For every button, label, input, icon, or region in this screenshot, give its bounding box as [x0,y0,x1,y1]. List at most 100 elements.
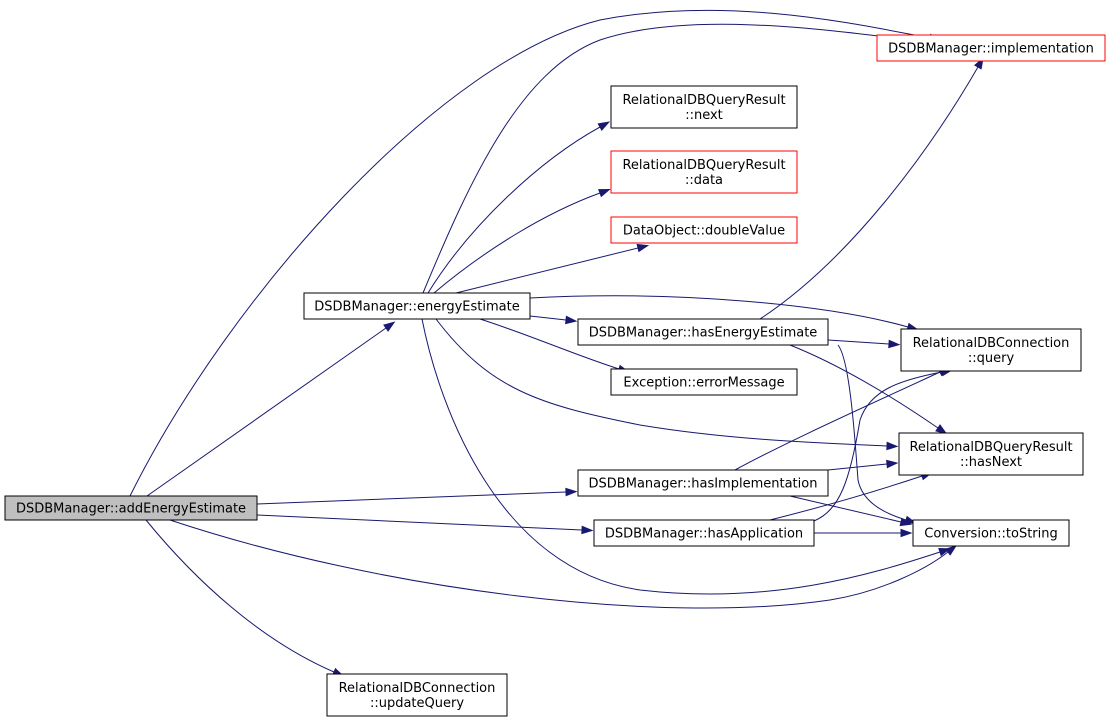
edge-arrowhead [886,441,899,451]
node-label: Conversion::toString [924,527,1058,542]
edge-energyEstimate-to-resultData [433,189,611,294]
edge-line [145,519,335,673]
edge-arrowhead [944,544,958,556]
node-resultNext[interactable]: RelationalDBQueryResult::next [610,85,798,129]
node-hasApplication[interactable]: DSDBManager::hasApplication [593,519,815,547]
node-label: DSDBManager::hasImplementation [589,477,818,492]
node-box [303,292,531,320]
edge-line [146,327,387,497]
edge-arrowhead [383,321,396,332]
edge-energyEstimate-to-hasEnergyEstimate [529,315,578,325]
edge-addEnergyEstimate-to-toString [169,519,958,609]
node-label: DSDBManager::addEnergyEstimate [16,502,246,517]
node-label: RelationalDBConnection [339,681,496,696]
node-box [577,318,829,346]
node-box [876,34,1106,62]
edge-line [421,318,941,595]
edge-arrowhead [598,189,611,198]
node-toString[interactable]: Conversion::toString [912,519,1070,547]
edge-line [256,491,567,505]
edge-line [169,519,949,609]
edge-arrowhead [935,424,948,435]
node-label: ::query [968,351,1015,366]
edge-line [827,339,890,345]
edge-arrowhead [597,121,611,132]
edge-arrowhead [565,315,578,325]
node-label: RelationalDBQueryResult [622,93,785,108]
node-box [900,328,1082,372]
edge-arrowhead [581,525,594,535]
node-label: ::hasNext [960,455,1022,470]
node-label: RelationalDBConnection [913,336,1070,351]
node-box [577,469,829,497]
edge-energyEstimate-to-doubleValue [455,243,650,294]
edge-line [422,23,928,294]
node-doubleValue[interactable]: DataObject::doubleValue [610,216,798,244]
edge-line [813,371,943,522]
node-box [593,519,815,547]
edge-hasEnergyEstimate-to-connQuery [827,339,901,349]
edge-line [455,247,639,294]
edge-hasImplementation-to-hasNext [827,459,899,471]
edge-addEnergyEstimate-to-hasImplementation [256,487,578,505]
edge-line [129,9,931,497]
node-box [326,673,508,717]
node-box [610,150,798,194]
node-box [912,519,1070,547]
node-label: DataObject::doubleValue [623,224,785,239]
call-graph-nodes: DSDBManager::addEnergyEstimateDSDBManage… [4,34,1106,717]
edge-line [769,475,923,521]
node-box [610,85,798,129]
node-label: DSDBManager::energyEstimate [314,300,519,315]
node-label: RelationalDBQueryResult [622,158,785,173]
edge-line [759,66,979,320]
node-errorMessage[interactable]: Exception::errorMessage [610,368,798,396]
edge-hasImplementation-to-toString [789,495,913,527]
node-resultData[interactable]: RelationalDBQueryResult::data [610,150,798,194]
edge-line [435,318,888,447]
node-label: ::next [685,108,723,123]
edge-energyEstimate-to-toString [421,318,951,595]
edge-arrowhead [899,517,913,527]
edge-hasEnergyEstimate-to-hasNext [789,344,948,435]
node-label: Exception::errorMessage [623,376,784,391]
node-connQuery[interactable]: RelationalDBConnection::query [900,328,1082,372]
call-graph-edges [129,9,984,677]
edge-addEnergyEstimate-to-hasApplication [256,514,594,535]
edge-line [529,295,909,328]
node-box [4,495,258,521]
node-hasEnergyEstimate[interactable]: DSDBManager::hasEnergyEstimate [577,318,829,346]
node-hasNext[interactable]: RelationalDBQueryResult::hasNext [898,432,1084,476]
edge-line [734,371,941,471]
edge-arrowhead [938,548,951,557]
node-implementation[interactable]: DSDBManager::implementation [876,34,1106,62]
edge-addEnergyEstimate-to-updateQuery [145,519,345,677]
edge-line [789,344,939,429]
node-box [898,432,1084,476]
edge-line [837,344,907,521]
edge-energyEstimate-to-hasNext [435,318,899,451]
edge-arrowhead [886,459,899,469]
edge-line [827,463,888,471]
edge-line [256,514,583,531]
edge-energyEstimate-to-resultNext [427,121,611,294]
edge-line [789,495,902,523]
node-box [610,216,798,244]
node-hasImplementation[interactable]: DSDBManager::hasImplementation [577,469,829,497]
edge-line [427,126,601,294]
node-updateQuery[interactable]: RelationalDBConnection::updateQuery [326,673,508,717]
edge-addEnergyEstimate-to-energyEstimate [146,321,396,497]
edge-arrowhead [888,339,901,349]
edge-line [529,315,567,321]
node-label: DSDBManager::implementation [888,42,1094,57]
node-label: DSDBManager::hasEnergyEstimate [589,326,818,341]
node-label: ::updateQuery [370,696,464,711]
node-energyEstimate[interactable]: DSDBManager::energyEstimate [303,292,531,320]
node-box [610,368,798,396]
edge-hasApplication-to-toString [814,528,913,538]
node-addEnergyEstimate[interactable]: DSDBManager::addEnergyEstimate [4,495,258,521]
node-label: ::data [685,173,723,188]
node-label: DSDBManager::hasApplication [605,527,803,542]
edge-arrowhead [565,487,578,497]
